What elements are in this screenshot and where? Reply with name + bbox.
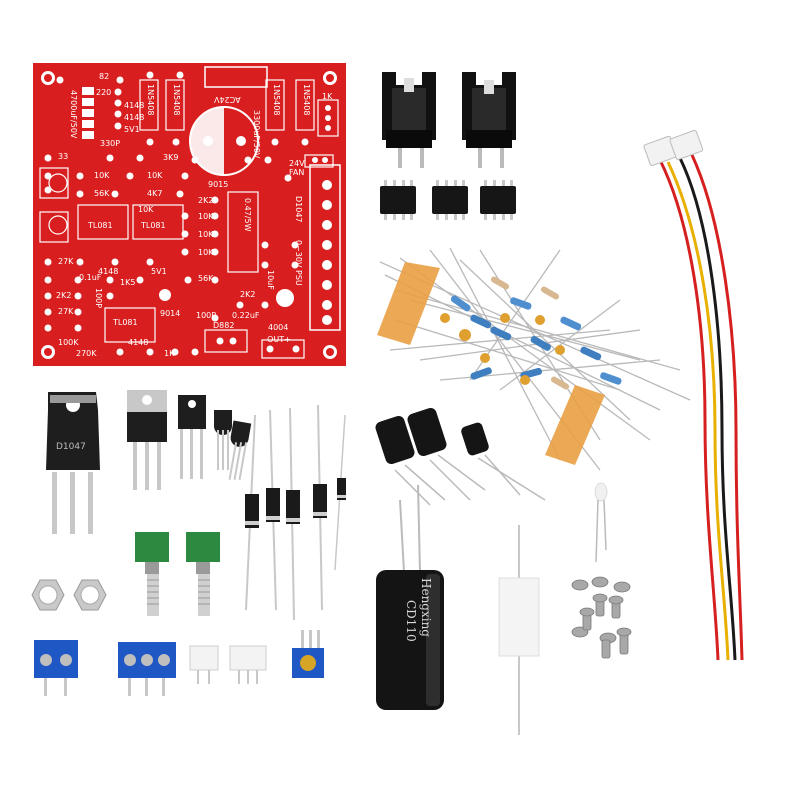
pcb-label-r10k-a: 10K — [94, 171, 110, 180]
jst-connector — [643, 129, 704, 167]
to126-transistor — [178, 395, 206, 479]
pcb-label-r270k: 270K — [76, 349, 97, 358]
pcb-label-9014: 9014 — [160, 309, 181, 318]
pcb-label-1n5408-b: 1N5408 — [172, 84, 181, 116]
pcb-label-r2k2-b: 2K2 — [56, 291, 72, 300]
pcb-label-4148-c: 4148 — [98, 267, 119, 276]
pcb-label-1n5408-a: 1N5408 — [146, 84, 155, 116]
pcb-label-r1k-bottom: 1K — [164, 349, 175, 358]
pcb-label-r2k2-c: 2K2 — [240, 290, 256, 299]
pcb-board — [33, 63, 346, 366]
pcb-label-r3k9: 3K9 — [163, 153, 179, 162]
pcb-label-ac24v: AC24V — [214, 95, 241, 104]
pcb-label-r56k-a: 56K — [94, 189, 110, 198]
pcb-label-r047: 0.47/5W — [243, 198, 252, 232]
pcb-label-4148-d: 4148 — [128, 338, 149, 347]
screws — [571, 576, 632, 659]
wire-harness — [658, 154, 744, 661]
pcb-label-c100p-b: 100P — [196, 311, 217, 320]
pcb-label-r10k-b: 10K — [147, 171, 163, 180]
pcb-label-cap-mid: 3300uF/50V — [252, 110, 261, 159]
pcb-label-c100p-a: 100P — [94, 288, 103, 309]
pcb-label-tl081-c: TL081 — [113, 318, 138, 327]
pcb-label-c10u: 10uF — [266, 270, 275, 290]
pcb-label-psu: 0~30V PSU — [294, 240, 303, 286]
pcb-label-tl081-a: TL081 — [88, 221, 113, 230]
pcb-label-d1047: D1047 — [294, 196, 303, 223]
pcb-label-r56k-b: 56K — [198, 274, 214, 283]
pcb-label-r2k2-a: 2K2 — [198, 196, 214, 205]
pcb-label-5v1-a: 5V1 — [124, 125, 140, 134]
capacitor-brand: Hengxing — [419, 578, 433, 637]
pcb-label-4148-b: 4148 — [124, 113, 145, 122]
transistor-marking: D1047 — [56, 442, 86, 452]
pcb-label-r82: 82 — [99, 72, 110, 81]
pcb-label-r1k-top: 1K — [322, 92, 333, 101]
trimmer-potentiometer — [292, 630, 324, 678]
pcb-label-r1k5: 1K5 — [120, 278, 136, 287]
jst-headers — [189, 645, 267, 684]
pcb-label-24v: 24V — [289, 159, 305, 168]
pcb-label-r27k-b: 27K — [58, 307, 74, 316]
pcb-label-tl081-b: TL081 — [141, 221, 166, 230]
to92-transistors — [214, 410, 252, 480]
pcb-label-4004: 4004 — [268, 323, 289, 332]
pcb-label-r10k-e: 10K — [198, 248, 214, 257]
pcb-label-330p: 330P — [100, 139, 121, 148]
pcb-label-1n5408-d: 1N5408 — [302, 84, 311, 116]
pcb-label-out: -OUT+ — [264, 335, 291, 344]
pcb-label-c011: 0.1uF — [79, 273, 102, 282]
power-transistor — [46, 392, 100, 534]
dip-ic-group — [380, 180, 516, 220]
capacitor-series: CD110 — [404, 600, 418, 642]
large-electrolytic-capacitor — [376, 484, 444, 710]
pcb-label-5v1-b: 5V1 — [151, 267, 167, 276]
resistor-bundle — [377, 247, 691, 471]
pcb-label-r220: 220 — [96, 88, 112, 97]
pcb-label-r10k-c: 10K — [198, 212, 214, 221]
hex-nuts — [31, 579, 107, 611]
pcb-label-d882: D882 — [213, 321, 235, 330]
terminal-block-3pin — [118, 642, 176, 696]
pcb-label-9015: 9015 — [208, 180, 229, 189]
pcb-label-1n5408-c: 1N5408 — [272, 84, 281, 116]
pcb-label-r4k7: 4K7 — [147, 189, 163, 198]
small-electrolytic-caps — [375, 408, 546, 506]
pcb-label-fan: FAN — [289, 168, 305, 177]
heatsink-right — [462, 72, 516, 168]
pcb-label-r27k-a: 27K — [58, 257, 74, 266]
heatsink-left — [382, 72, 436, 168]
pcb-label-r100k: 100K — [58, 338, 79, 347]
pcb-label-r10k-f: 10K — [138, 205, 154, 214]
pcb-label-cap-top: 4700uF/50V — [69, 90, 78, 139]
pcb-label-4148-a: 4148 — [124, 101, 145, 110]
to220-regulator — [127, 390, 167, 490]
pcb-label-r33: 33 — [58, 152, 69, 161]
cement-resistor — [498, 525, 540, 735]
terminal-block-2pin — [34, 640, 78, 696]
potentiometers — [135, 532, 220, 616]
pcb-label-c022: 0.22uF — [232, 311, 260, 320]
led — [594, 482, 608, 563]
rectifier-diodes — [245, 404, 346, 621]
pcb-label-r10k-d: 10K — [198, 230, 214, 239]
